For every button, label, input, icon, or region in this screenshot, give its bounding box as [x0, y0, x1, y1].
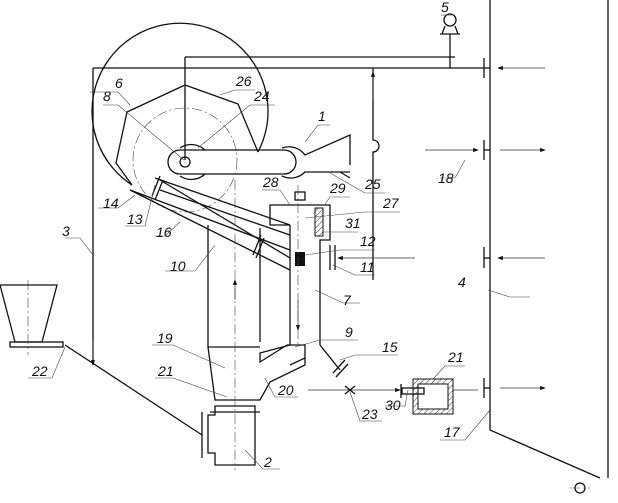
- label-4: 4: [458, 274, 466, 290]
- label-19: 19: [157, 330, 173, 346]
- label-27: 27: [382, 195, 400, 211]
- label-2: 2: [263, 454, 272, 470]
- label-13: 13: [127, 211, 143, 227]
- label-23: 23: [361, 406, 378, 422]
- label-3: 3: [62, 223, 70, 239]
- label-9: 9: [345, 324, 353, 340]
- hopper: [0, 280, 64, 355]
- label-30: 30: [385, 397, 401, 413]
- label-22: 22: [31, 363, 48, 379]
- label-7: 7: [343, 292, 352, 308]
- label-12: 12: [360, 233, 376, 249]
- rotor-arm: [167, 133, 351, 181]
- label-24: 24: [253, 88, 270, 104]
- label-28: 28: [262, 174, 279, 190]
- drive-unit: [64, 344, 260, 466]
- label-11: 11: [360, 259, 375, 275]
- part-labels: 5 6 26 24 8 1 25 28 29 27 31 12 11 18 14…: [28, 0, 530, 470]
- label-10: 10: [170, 258, 186, 274]
- label-20: 20: [277, 382, 294, 398]
- reactor-column: [259, 185, 415, 378]
- furnace-wall: [425, 0, 609, 494]
- label-14: 14: [103, 195, 119, 211]
- piping: [90, 56, 484, 366]
- label-26: 26: [235, 73, 252, 89]
- label-15: 15: [382, 339, 398, 355]
- label-17: 17: [444, 424, 461, 440]
- valve-and-heater: [308, 378, 478, 415]
- label-16: 16: [156, 224, 172, 240]
- label-21b: 21: [447, 349, 464, 365]
- label-5: 5: [441, 0, 449, 15]
- riser-column: [207, 180, 306, 470]
- pump: [440, 13, 460, 68]
- label-21a: 21: [157, 363, 174, 379]
- feed-tube: [129, 179, 291, 271]
- label-29: 29: [329, 180, 346, 196]
- label-1: 1: [318, 108, 326, 124]
- label-8: 8: [103, 88, 111, 104]
- label-18: 18: [438, 170, 454, 186]
- label-25: 25: [364, 176, 381, 192]
- label-6: 6: [115, 75, 123, 91]
- label-31: 31: [345, 215, 361, 231]
